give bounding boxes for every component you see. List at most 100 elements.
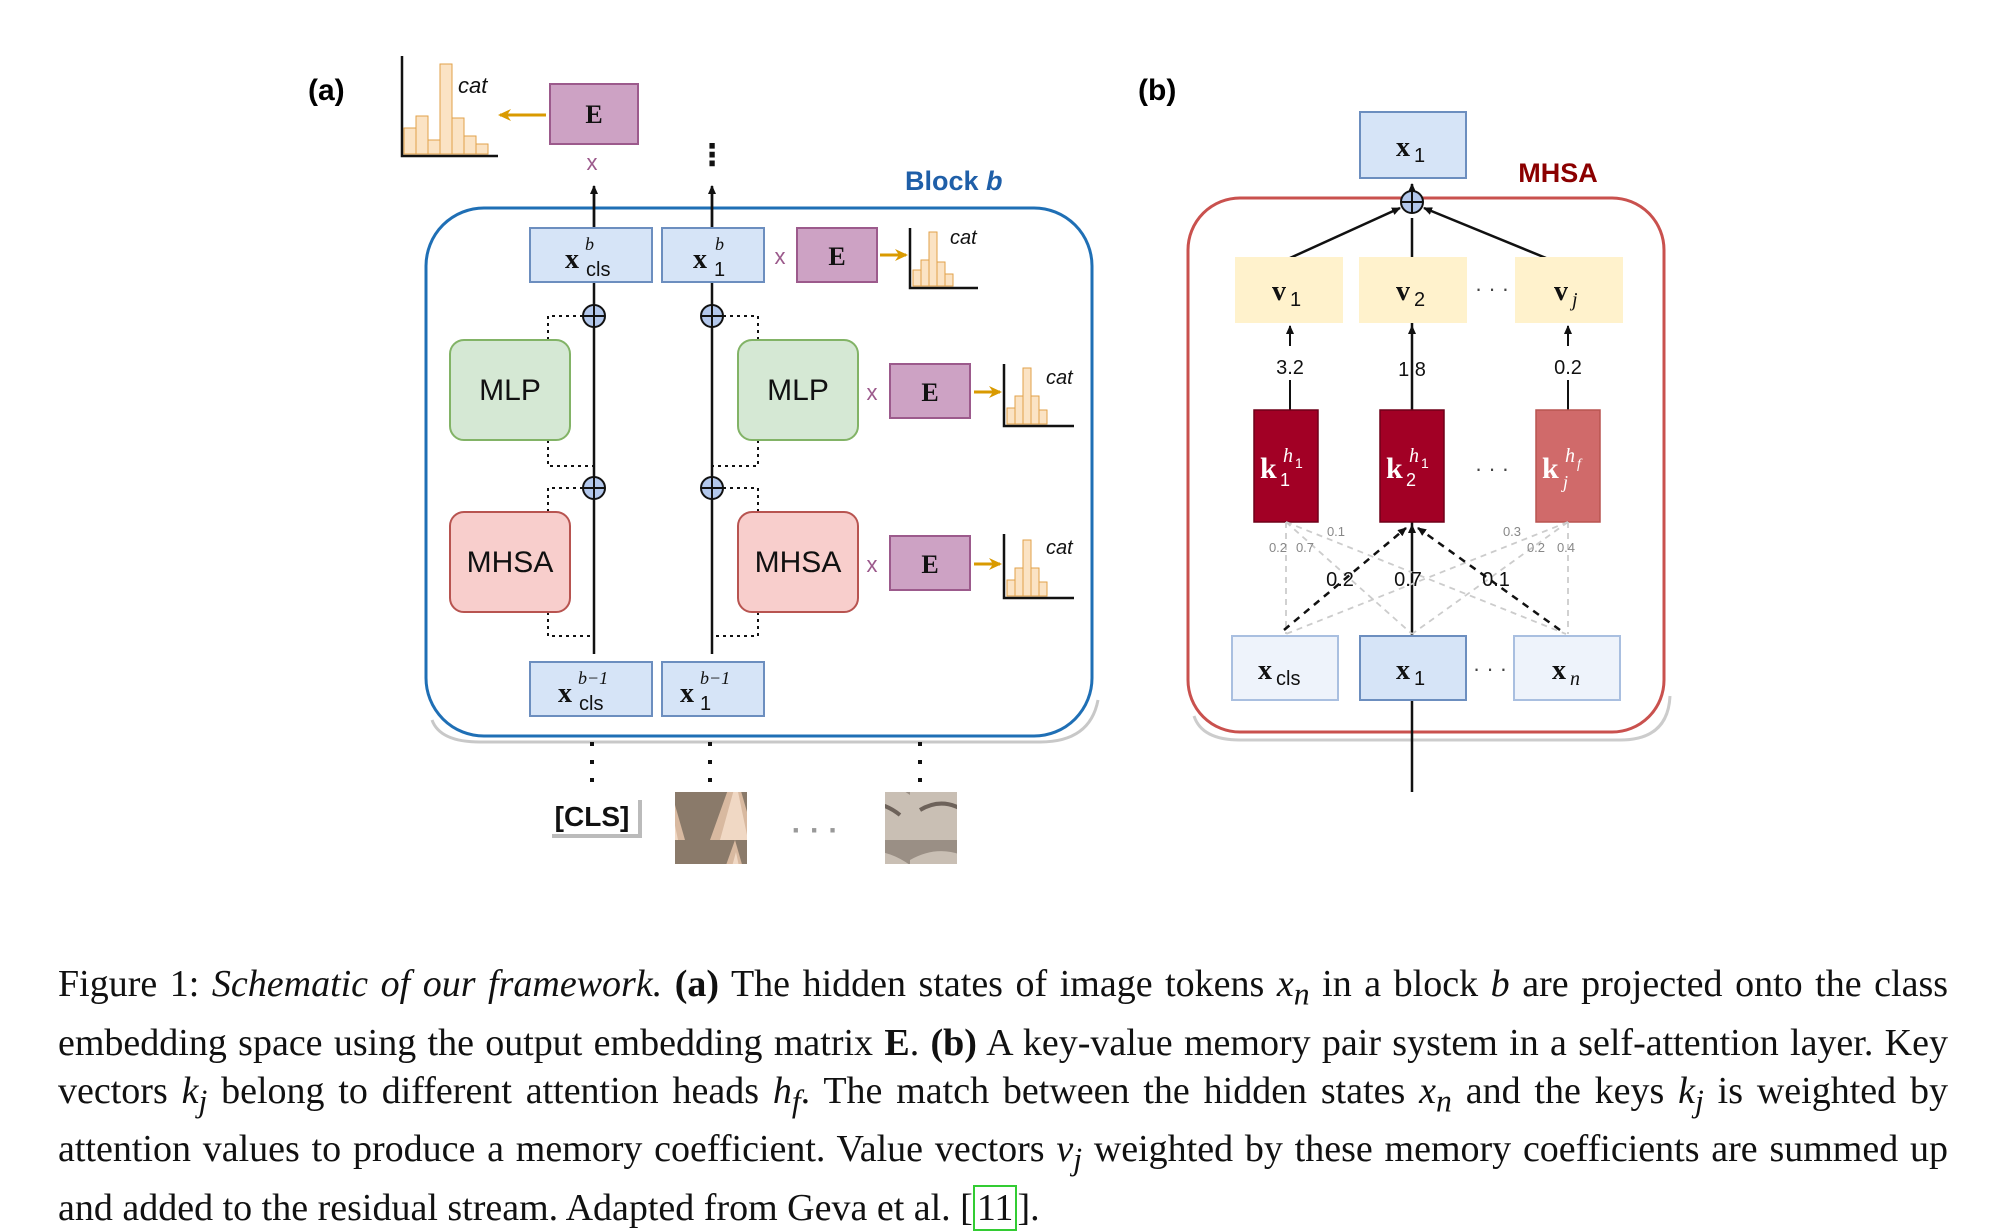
svg-text:1: 1 xyxy=(1414,668,1425,690)
svg-text:0.2: 0.2 xyxy=(1527,540,1545,555)
value-v2 xyxy=(1359,257,1467,323)
key-k2 xyxy=(1379,409,1445,523)
svg-text:b: b xyxy=(585,234,594,254)
figure-diagram: (a) Block b cat E x ⋮ x b cls xyxy=(308,56,1672,864)
svg-text:x: x xyxy=(587,150,598,175)
svg-text:f: f xyxy=(1577,457,1583,472)
residual-add-1 xyxy=(582,304,606,328)
x-cls-b-1-box xyxy=(529,661,653,717)
svg-text:· · ·: · · · xyxy=(1473,656,1507,681)
svg-text:v: v xyxy=(1272,276,1286,307)
svg-text:n: n xyxy=(1570,668,1580,690)
svg-text:⋮: ⋮ xyxy=(697,139,727,172)
residual-add-2 xyxy=(700,304,724,328)
x-1-b-1-box xyxy=(661,661,765,717)
input-x-1 xyxy=(1359,635,1467,701)
key-kj xyxy=(1535,409,1601,523)
mhsa-title: MHSA xyxy=(1518,158,1598,188)
svg-text:x: x xyxy=(1396,132,1410,163)
output-x1-box xyxy=(1359,111,1467,179)
E-matrix-mhsa xyxy=(889,535,971,591)
svg-text:1: 1 xyxy=(1421,455,1429,471)
svg-text:v: v xyxy=(1396,276,1410,307)
x-cls-b-box xyxy=(529,227,653,283)
svg-text:b−1: b−1 xyxy=(700,668,730,688)
mhsa-box-1 xyxy=(737,511,859,613)
E-matrix-mlp xyxy=(889,363,971,419)
mhsa-box-cls xyxy=(449,511,571,613)
svg-text:0.1: 0.1 xyxy=(1327,524,1345,539)
svg-text:b: b xyxy=(715,234,724,254)
svg-text:· · ·: · · · xyxy=(1475,276,1509,301)
svg-text:cat: cat xyxy=(1046,367,1074,389)
svg-text:0.7: 0.7 xyxy=(1394,569,1422,591)
svg-text:1: 1 xyxy=(700,693,711,715)
svg-text:E: E xyxy=(921,378,938,407)
residual-add-b xyxy=(1400,190,1424,214)
svg-text:x: x xyxy=(693,244,707,275)
coef-vj: 0.2 xyxy=(1554,357,1582,379)
svg-text:0.3: 0.3 xyxy=(1503,524,1521,539)
svg-text:cls: cls xyxy=(579,693,603,715)
panel-a: (a) Block b cat E x ⋮ x b cls xyxy=(308,56,1100,864)
svg-text:0.2: 0.2 xyxy=(1326,569,1354,591)
svg-text:· · ·: · · · xyxy=(792,814,839,847)
svg-text:x: x xyxy=(680,678,694,709)
svg-text:x: x xyxy=(565,244,579,275)
svg-text:0.2: 0.2 xyxy=(1269,540,1287,555)
key-k1 xyxy=(1253,409,1319,523)
svg-text:k: k xyxy=(1260,452,1277,485)
svg-text:cat: cat xyxy=(950,227,978,249)
svg-text:v: v xyxy=(1554,276,1568,307)
panel-b: (b) MHSA x 1 v 1 v 2 · · · v j xyxy=(1138,74,1672,792)
svg-text:h: h xyxy=(1409,445,1419,467)
svg-text:1: 1 xyxy=(1295,455,1303,471)
residual-add-3 xyxy=(582,476,606,500)
svg-text:2: 2 xyxy=(1414,289,1425,311)
citation-link[interactable]: 11 xyxy=(972,1184,1018,1231)
cls-token: [CLS] xyxy=(555,801,630,832)
svg-text:x: x xyxy=(1258,655,1272,686)
block-frame xyxy=(424,206,1094,738)
svg-text:2: 2 xyxy=(1406,470,1416,490)
image-patch-cat-ear xyxy=(675,792,747,864)
svg-text:x: x xyxy=(1396,655,1410,686)
value-v1 xyxy=(1235,257,1343,323)
svg-text:b−1: b−1 xyxy=(578,668,608,688)
svg-text:x: x xyxy=(1552,655,1566,686)
svg-text:cat: cat xyxy=(1046,537,1074,559)
svg-text:x: x xyxy=(558,678,572,709)
E-matrix-block-out xyxy=(796,227,878,283)
svg-text:k: k xyxy=(1386,452,1403,485)
svg-text:cls: cls xyxy=(586,259,610,281)
panel-a-label: (a) xyxy=(308,74,345,107)
svg-text:MHSA: MHSA xyxy=(467,546,554,579)
svg-text:1: 1 xyxy=(714,259,725,281)
input-x-n xyxy=(1513,635,1621,701)
svg-text:MLP: MLP xyxy=(479,374,541,407)
coef-v1: 3.2 xyxy=(1276,357,1304,379)
svg-text:j: j xyxy=(1569,289,1578,311)
svg-text:1: 1 xyxy=(1290,289,1301,311)
svg-text:E: E xyxy=(921,550,938,579)
caption-label: Figure 1: xyxy=(58,963,200,1005)
mlp-box-1 xyxy=(737,339,859,441)
output-histogram-top: cat xyxy=(400,56,498,158)
svg-text:x: x xyxy=(775,244,786,269)
svg-text:cat: cat xyxy=(458,73,488,98)
caption-title: Schematic of our framework. xyxy=(211,963,663,1005)
svg-text:0.1: 0.1 xyxy=(1482,569,1510,591)
svg-text:j: j xyxy=(1561,472,1568,492)
block-title: Block b xyxy=(905,166,1003,196)
svg-text:k: k xyxy=(1542,452,1559,485)
value-vj xyxy=(1515,257,1623,323)
coef-v2: 1.8 xyxy=(1398,359,1426,381)
svg-text:h: h xyxy=(1283,445,1293,467)
svg-text:x: x xyxy=(867,380,878,405)
figure-caption: Figure 1: Schematic of our framework. (a… xyxy=(58,963,1949,1231)
svg-text:0.4: 0.4 xyxy=(1557,540,1575,555)
svg-text:MHSA: MHSA xyxy=(755,546,842,579)
svg-text:E: E xyxy=(828,242,845,271)
residual-add-4 xyxy=(700,476,724,500)
svg-text:cls: cls xyxy=(1276,668,1300,690)
